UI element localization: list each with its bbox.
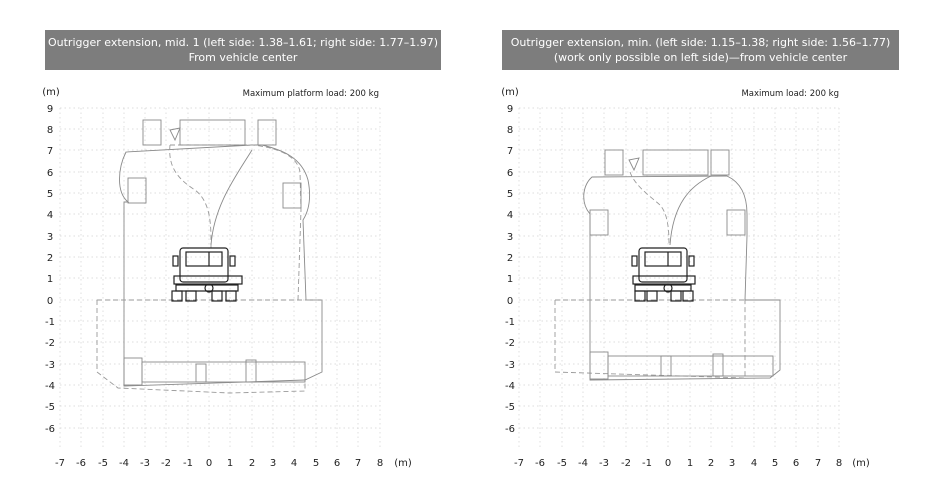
boom-arc — [210, 149, 253, 246]
boom-arc — [629, 171, 670, 246]
y-tick: 9 — [507, 104, 513, 115]
x-tick: -6 — [535, 458, 545, 469]
x-tick: -6 — [76, 458, 86, 469]
boom-arc — [169, 144, 212, 251]
y-tick: 3 — [47, 232, 53, 243]
max-load-label: Maximum platform load: 200 kg — [243, 89, 379, 99]
y-tick: 4 — [507, 210, 513, 221]
working-envelope-dashed — [96, 144, 322, 394]
y-tick: -4 — [45, 381, 55, 392]
grid — [518, 107, 840, 450]
y-tick: 3 — [507, 232, 513, 243]
truck-icon — [171, 247, 243, 302]
y-tick: -5 — [505, 402, 515, 413]
y-tick: -6 — [45, 424, 55, 435]
diagram-title-line1: Outrigger extension, mid. 1 (left side: … — [47, 36, 439, 49]
x-tick: -5 — [98, 458, 108, 469]
platform-positions — [123, 119, 306, 386]
platform-positions — [589, 149, 774, 380]
y-tick: 9 — [47, 104, 53, 115]
x-tick: -4 — [578, 458, 588, 469]
x-tick: -5 — [557, 458, 567, 469]
y-tick: 7 — [47, 146, 53, 157]
y-tick: 6 — [47, 168, 53, 179]
diagram-title-line2: (work only possible on left side)—from v… — [553, 51, 848, 64]
x-tick: 1 — [687, 458, 693, 469]
diagram-mid1: Outrigger extension, mid. 1 (left side: … — [0, 0, 470, 500]
y-tick: -2 — [505, 338, 515, 349]
grid — [59, 107, 381, 450]
x-tick: 7 — [815, 458, 821, 469]
y-tick: 1 — [507, 274, 513, 285]
y-axis-unit: (m) — [42, 87, 60, 98]
boom-arc — [669, 175, 712, 246]
y-tick: 8 — [507, 125, 513, 136]
y-tick: -5 — [45, 402, 55, 413]
max-load-label: Maximum load: 200 kg — [741, 89, 839, 99]
y-tick: 4 — [47, 210, 53, 221]
y-tick: -2 — [45, 338, 55, 349]
diagram-title-banner: Outrigger extension, min. (left side: 1.… — [502, 30, 899, 70]
x-tick: 8 — [377, 458, 383, 469]
x-tick: -2 — [161, 458, 171, 469]
x-tick: -2 — [621, 458, 631, 469]
working-range-plot: (m) 9 8 7 6 5 4 3 2 1 0 -1 -2 -3 -4 -5 -… — [42, 87, 412, 469]
x-tick: 3 — [729, 458, 735, 469]
y-tick: -3 — [505, 360, 515, 371]
x-tick: 4 — [291, 458, 297, 469]
y-tick: 0 — [507, 296, 513, 307]
x-tick: 3 — [270, 458, 276, 469]
x-tick: 5 — [772, 458, 778, 469]
y-tick: 7 — [507, 146, 513, 157]
diagram-title-line1: Outrigger extension, min. (left side: 1.… — [510, 36, 891, 49]
x-tick: -1 — [183, 458, 193, 469]
working-envelope-solid — [583, 175, 781, 381]
y-tick: 8 — [47, 125, 53, 136]
y-tick: -1 — [505, 317, 515, 328]
y-axis-unit: (m) — [501, 87, 519, 98]
x-axis-unit: (m) — [394, 458, 412, 469]
x-tick: 6 — [793, 458, 799, 469]
diagram-title-banner: Outrigger extension, mid. 1 (left side: … — [45, 30, 441, 70]
x-tick: 7 — [355, 458, 361, 469]
diagram-title-line2: From vehicle center — [188, 51, 298, 64]
truck-icon — [631, 247, 696, 302]
x-tick: 8 — [836, 458, 842, 469]
y-tick: 5 — [47, 189, 53, 200]
x-tick: -7 — [55, 458, 65, 469]
y-tick: 0 — [47, 296, 53, 307]
x-tick: 5 — [313, 458, 319, 469]
x-tick: -1 — [642, 458, 652, 469]
x-tick: 4 — [751, 458, 757, 469]
x-tick: 0 — [206, 458, 212, 469]
x-tick: -3 — [599, 458, 609, 469]
y-tick: -3 — [45, 360, 55, 371]
working-envelope-dashed — [554, 299, 746, 379]
y-tick: 5 — [507, 189, 513, 200]
x-tick: 2 — [708, 458, 714, 469]
y-tick: -4 — [505, 381, 515, 392]
x-tick: 1 — [227, 458, 233, 469]
y-tick: -1 — [45, 317, 55, 328]
diagram-min: Outrigger extension, min. (left side: 1.… — [475, 0, 945, 500]
y-tick: 1 — [47, 274, 53, 285]
y-tick: 6 — [507, 168, 513, 179]
x-axis-unit: (m) — [852, 458, 870, 469]
x-tick: 2 — [249, 458, 255, 469]
x-tick: -3 — [140, 458, 150, 469]
working-range-plot: (m) 9 8 7 6 5 4 3 2 1 0 -1 -2 -3 -4 -5 -… — [501, 87, 870, 469]
x-tick: -7 — [514, 458, 524, 469]
y-tick: 2 — [47, 253, 53, 264]
y-tick: -6 — [505, 424, 515, 435]
x-tick: 0 — [665, 458, 671, 469]
x-tick: -4 — [119, 458, 129, 469]
x-tick: 6 — [334, 458, 340, 469]
y-tick: 2 — [507, 253, 513, 264]
